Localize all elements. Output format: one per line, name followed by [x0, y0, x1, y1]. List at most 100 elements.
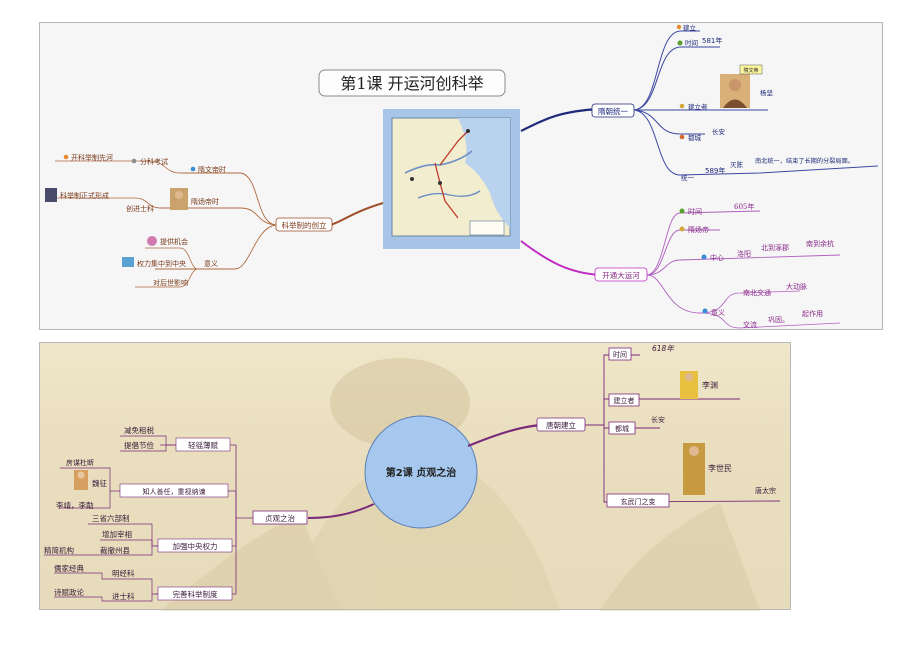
tang-founder-label: 建立者: [614, 396, 635, 405]
sui-wendi-icon: [190, 166, 196, 172]
tang-time: 618年: [652, 344, 675, 353]
lesson1-mindmap: 第1课 开运河创科举 隋朝统一 建立 时间 581年 隋文帝 杨坚 建立者 都城…: [39, 22, 883, 330]
keju-meaning: 意义: [204, 259, 218, 268]
lishimin-portrait: [683, 443, 705, 495]
keju-central: 权力集中到中央: [137, 259, 186, 268]
yangjian-badge: 隋文帝: [743, 67, 758, 74]
canal-label: 开通大运河: [602, 270, 640, 280]
canal-m2b: 巩固。: [768, 316, 789, 324]
clock-icon: [677, 40, 683, 46]
c1: 三省六部制: [92, 513, 130, 523]
c2: 增加宰相: [102, 529, 132, 539]
sui-unify-target: 灭陈: [730, 160, 744, 169]
keju-node[interactable]: [275, 217, 333, 232]
lesson1-title-box: [318, 69, 506, 97]
k1: 明经科: [112, 568, 135, 578]
canal-meaning-icon: [702, 308, 708, 314]
sui-unify-label: 隋朝统一: [598, 106, 628, 116]
canal-center: 洛阳: [737, 249, 751, 258]
keju-sui-yangdi: 隋炀帝时: [191, 197, 219, 206]
tang-capital: 长安: [651, 415, 665, 424]
canal-ruler: 隋炀帝: [688, 225, 709, 234]
keju-origin: 开科举制先河: [71, 153, 113, 162]
canal-north: 北到涿郡: [761, 244, 789, 252]
canal-time-label: 时间: [688, 207, 702, 216]
light-tax: 轻徭薄赋: [188, 440, 218, 450]
canal-m1: 南北交通: [743, 288, 771, 297]
central: 加强中央权力: [173, 541, 218, 551]
tang-node[interactable]: [536, 417, 586, 432]
canal-meaning-label: 意义: [711, 308, 725, 317]
sui-unify-year: 589年: [705, 166, 725, 175]
zhenguan-label: 贞观之治: [265, 513, 295, 523]
taizong: 唐太宗: [755, 486, 776, 495]
keju-sui-wendi: 隋文帝时: [198, 165, 226, 174]
k2a: 诗赋政论: [54, 587, 84, 597]
sui-founder-name: 杨坚: [760, 88, 774, 97]
lesson2-title: 第2课 贞观之治: [386, 466, 456, 479]
canal-center-label: 中心: [710, 253, 724, 262]
xuanwu-label: 玄武门之变: [621, 497, 656, 506]
keju2: 完善科举制度: [173, 589, 218, 599]
tang-capital-label: 都城: [615, 425, 629, 433]
keju2-box[interactable]: [157, 586, 233, 601]
canal-clock-icon: [679, 208, 685, 214]
liyuan-portrait: [680, 371, 698, 399]
canal-node[interactable]: [594, 267, 648, 282]
central-box[interactable]: [157, 538, 233, 553]
sui-capital-label: 都城: [688, 134, 702, 142]
canal-south: 南到余杭: [806, 239, 834, 248]
sui-capital: 长安: [712, 127, 726, 136]
keju-sub-exam: 分科考试: [140, 157, 168, 166]
t1: 房谋杜断: [66, 458, 94, 467]
person-icon: [679, 103, 685, 109]
lishimin: 李世民: [708, 463, 732, 473]
canal-center-icon: [701, 254, 707, 260]
city-icon: [679, 134, 685, 140]
origin-icon: [63, 154, 69, 160]
tax2: 提倡节俭: [124, 440, 154, 450]
lesson2-center[interactable]: [364, 415, 478, 529]
light-tax-box[interactable]: [175, 437, 231, 452]
opportunity-icon: [147, 236, 157, 246]
lesson1-title: 第1课 开运河创科举: [340, 74, 483, 93]
t3: 李靖，李勣: [56, 500, 94, 510]
keju-label: 科举制的创立: [282, 220, 327, 230]
k2: 进士科: [112, 591, 135, 601]
graduate-icon: [45, 188, 57, 202]
canal-m2c: 起作用: [802, 309, 823, 318]
xuanwu-box[interactable]: [606, 493, 670, 508]
tang-founder: 李渊: [702, 380, 718, 390]
canal-time: 605年: [734, 202, 754, 211]
sui-founder-label: 建立者: [688, 102, 708, 111]
sui-unify-label-2: 统一: [681, 173, 695, 182]
k1a: 儒家经典: [54, 563, 84, 573]
canal-person-icon: [679, 226, 685, 232]
founding-icon: [676, 24, 682, 30]
lesson2-canvas: 第2课 贞观之治 唐朝建立 时间 618年 建立者 李渊 都城 长安 玄武门之变…: [44, 344, 781, 611]
tang-label: 唐朝建立: [546, 420, 576, 430]
keju-opp: 提供机会: [160, 237, 188, 246]
map-image: [383, 109, 520, 249]
talent: 知人善任，重视纳谏: [143, 487, 206, 496]
t2: 魏征: [92, 478, 107, 488]
tang-founder-box: [608, 393, 640, 407]
tax1: 减免租税: [124, 425, 154, 435]
canal-m2: 交流: [743, 320, 757, 329]
keju-later: 对后世影响: [153, 278, 188, 287]
c3: 裁撤州县: [100, 545, 130, 555]
canal-m1b: 大动脉: [786, 282, 807, 291]
tang-time-box: [608, 347, 632, 361]
lesson2-mindmap: 第2课 贞观之治 唐朝建立 时间 618年 建立者 李渊 都城 长安 玄武门之变…: [39, 342, 791, 611]
keju-formed: 科举制正式形成: [60, 191, 109, 200]
zhenguan-node[interactable]: [252, 510, 308, 525]
keju-jinshi: 创进士科: [126, 204, 154, 213]
c4: 精简机构: [44, 545, 74, 555]
sui-year: 581年: [702, 36, 722, 45]
exam-icon: [131, 158, 137, 164]
sui-founding-label: 建立: [683, 23, 697, 32]
sui-time-label: 时间: [685, 38, 698, 47]
tang-capital-box: [608, 421, 636, 435]
talent-box[interactable]: [119, 483, 229, 498]
sui-unify-result: 南北统一，结束了长期的分裂局面。: [755, 157, 854, 165]
